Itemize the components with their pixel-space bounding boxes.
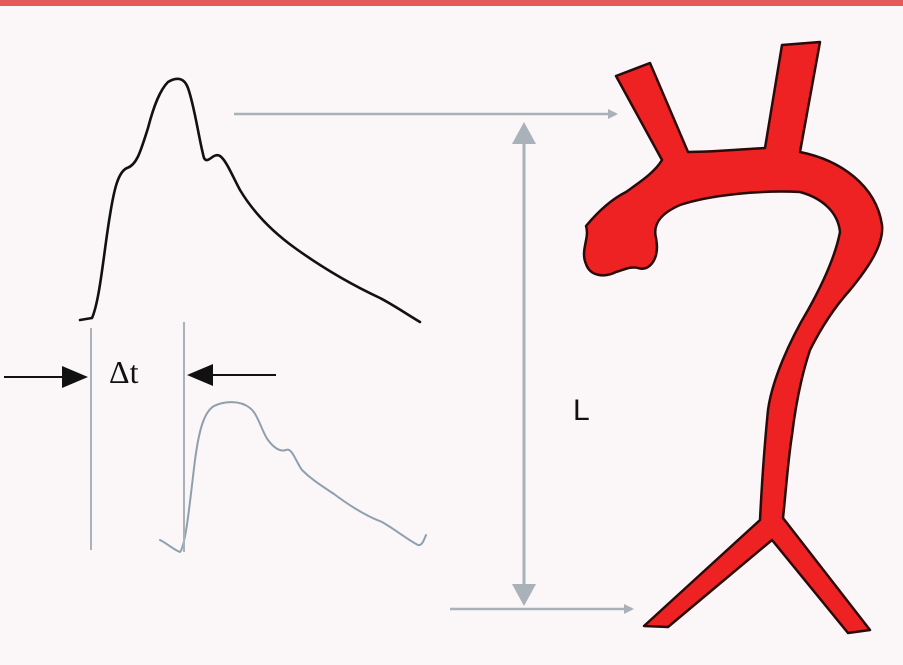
aorta-illustration bbox=[584, 42, 882, 633]
aorta-body bbox=[584, 42, 882, 633]
distal-pulse-waveform bbox=[160, 402, 426, 552]
arrow-right-icon bbox=[4, 366, 88, 388]
length-label: L bbox=[573, 394, 590, 428]
arrow-left-icon bbox=[187, 364, 276, 386]
delta-t-label: Δt bbox=[109, 354, 138, 391]
proximal-pulse-waveform bbox=[80, 79, 420, 322]
top-border bbox=[0, 0, 903, 6]
double-headed-arrow-icon bbox=[512, 122, 536, 606]
